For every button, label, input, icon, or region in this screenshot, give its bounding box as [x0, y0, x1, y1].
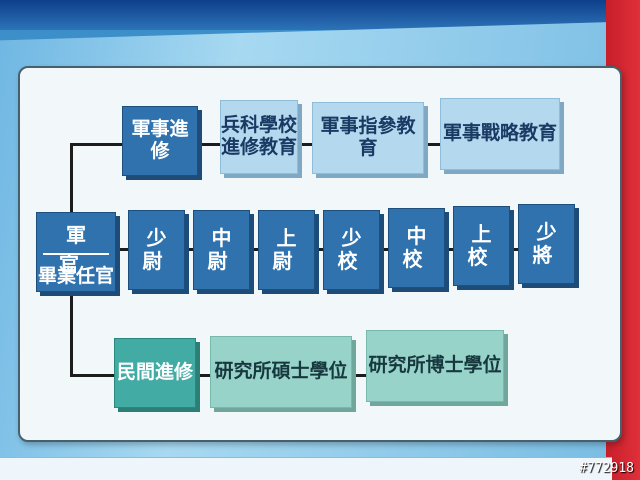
military-step-box: 兵科學校 進修教育	[220, 100, 298, 174]
poster-bottom-strip	[0, 457, 612, 480]
origin-box: 軍官 畢業任官	[36, 212, 116, 292]
rank-box: 少校	[323, 210, 380, 290]
military-step-box: 軍事戰略教育	[440, 98, 560, 170]
civilian-branch-box: 民間進修	[114, 338, 196, 408]
civilian-step-box: 研究所碩士學位	[210, 336, 352, 408]
civilian-step-box: 研究所博士學位	[366, 330, 504, 402]
rank-box: 少將	[518, 204, 575, 284]
rank-box: 上尉	[258, 210, 315, 290]
military-branch-box: 軍事進修	[122, 106, 198, 176]
military-step-box: 軍事指參教育	[312, 102, 424, 174]
rank-box: 上校	[453, 206, 510, 286]
origin-divider	[43, 253, 109, 255]
watermark: #772918	[579, 461, 634, 476]
rank-box: 中校	[388, 208, 445, 288]
connector-to-civilian	[70, 374, 114, 377]
origin-top-label: 軍官	[59, 223, 100, 276]
rank-box: 中尉	[193, 210, 250, 290]
rank-box: 少尉	[128, 210, 185, 290]
origin-bottom-label: 畢業任官	[37, 265, 114, 287]
connector-to-military	[70, 143, 122, 146]
